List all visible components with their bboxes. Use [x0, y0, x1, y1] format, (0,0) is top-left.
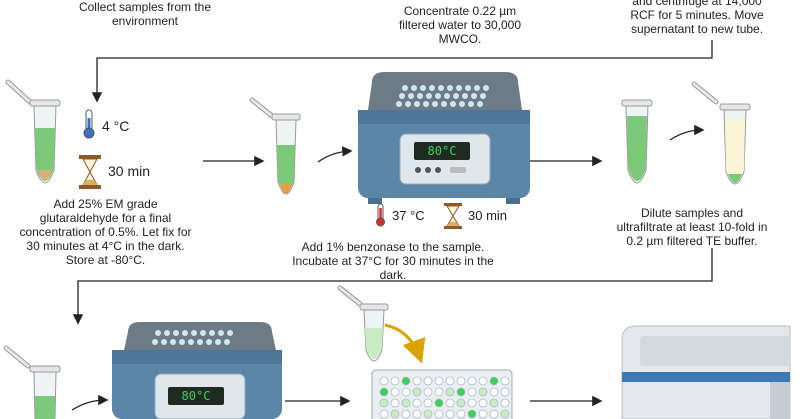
- step-concentrate-text: Concentrate 0.22 µm filtered water to 30…: [398, 4, 522, 46]
- fixation-text: Add 25% EM grade glutaraldehyde for a fi…: [19, 197, 192, 267]
- incubator-display-row1: 80°C: [427, 144, 457, 158]
- fix-temp-label: 4 °C: [102, 118, 130, 134]
- step-centrifuge-text: and centrifuge at 14,000 RCF for 5 minut…: [630, 0, 764, 36]
- connector-top: [91, 40, 713, 103]
- incubate-time-label: 30 min: [468, 208, 508, 223]
- arrow-row1-b: [317, 146, 353, 163]
- connector-middle: [72, 248, 713, 325]
- dilute-text: Dilute samples and ultrafiltrate at leas…: [616, 206, 768, 248]
- arrow-row1-d: [669, 124, 705, 141]
- arrow-row2-gold: [384, 323, 426, 364]
- fix-time-label: 30 min: [108, 163, 151, 179]
- arrow-row2-a: [71, 394, 109, 411]
- benzonase-text: Add 1% benzonase to the sample. Incubate…: [292, 240, 494, 282]
- step-collect-text: Collect samples from the environment: [78, 0, 212, 28]
- incubator-display-row2: 80°C: [181, 389, 211, 403]
- incubate-temp-label: 37 °C: [392, 208, 425, 223]
